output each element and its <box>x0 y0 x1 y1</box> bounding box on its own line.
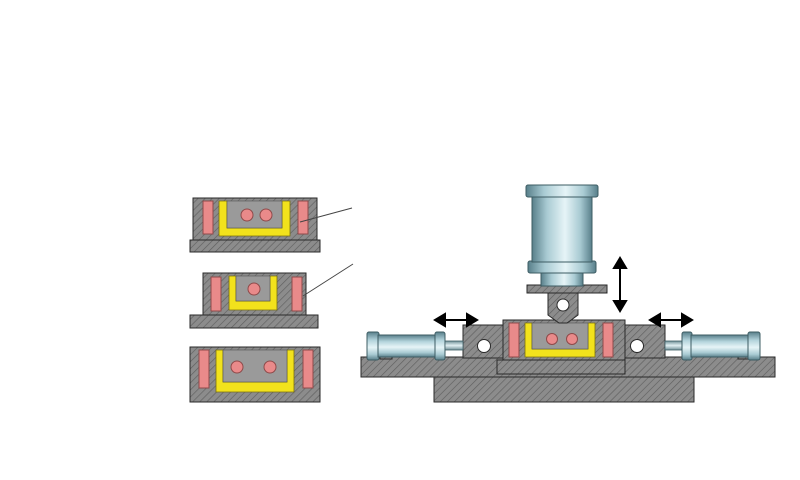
slider-block-right <box>624 324 666 359</box>
charge-pellet <box>240 208 254 222</box>
mold-cavity <box>531 322 589 350</box>
heater-element-right <box>302 349 314 389</box>
leader-line <box>302 263 354 297</box>
mold-section-stage-2 <box>189 263 354 329</box>
leader-line <box>299 207 353 223</box>
charge-pellet <box>566 333 578 345</box>
center-platform <box>496 359 626 375</box>
pin-hole-icon <box>477 339 491 353</box>
heater-element-right <box>297 200 309 235</box>
mold-section-stage-1 <box>189 197 353 253</box>
horizontal-cylinder-left <box>366 331 464 361</box>
double-arrow-horizontal-icon <box>648 312 694 328</box>
horizontal-cylinder-right <box>664 331 761 361</box>
vertical-press-cylinder <box>525 184 599 287</box>
heater-element-left <box>210 276 222 312</box>
heater-element-left <box>202 200 214 235</box>
mold-base-plate <box>189 239 321 253</box>
charge-pellet <box>247 282 261 296</box>
double-arrow-horizontal-icon <box>433 312 479 328</box>
pin-hole-icon <box>556 298 570 312</box>
mold-base-plate <box>189 314 319 329</box>
heater-element-right <box>602 322 614 358</box>
pin-hole-icon <box>630 339 644 353</box>
press-machine <box>360 184 776 403</box>
heater-element-right <box>291 276 303 312</box>
mold-cavity <box>226 200 283 229</box>
charge-pellet <box>546 333 558 345</box>
charge-pellet <box>259 208 273 222</box>
charge-pellet <box>263 360 277 374</box>
mold-section-stage-3 <box>189 346 321 403</box>
heater-element-left <box>508 322 520 358</box>
heater-element-left <box>198 349 210 389</box>
double-arrow-vertical-icon <box>612 256 628 313</box>
charge-pellet <box>230 360 244 374</box>
